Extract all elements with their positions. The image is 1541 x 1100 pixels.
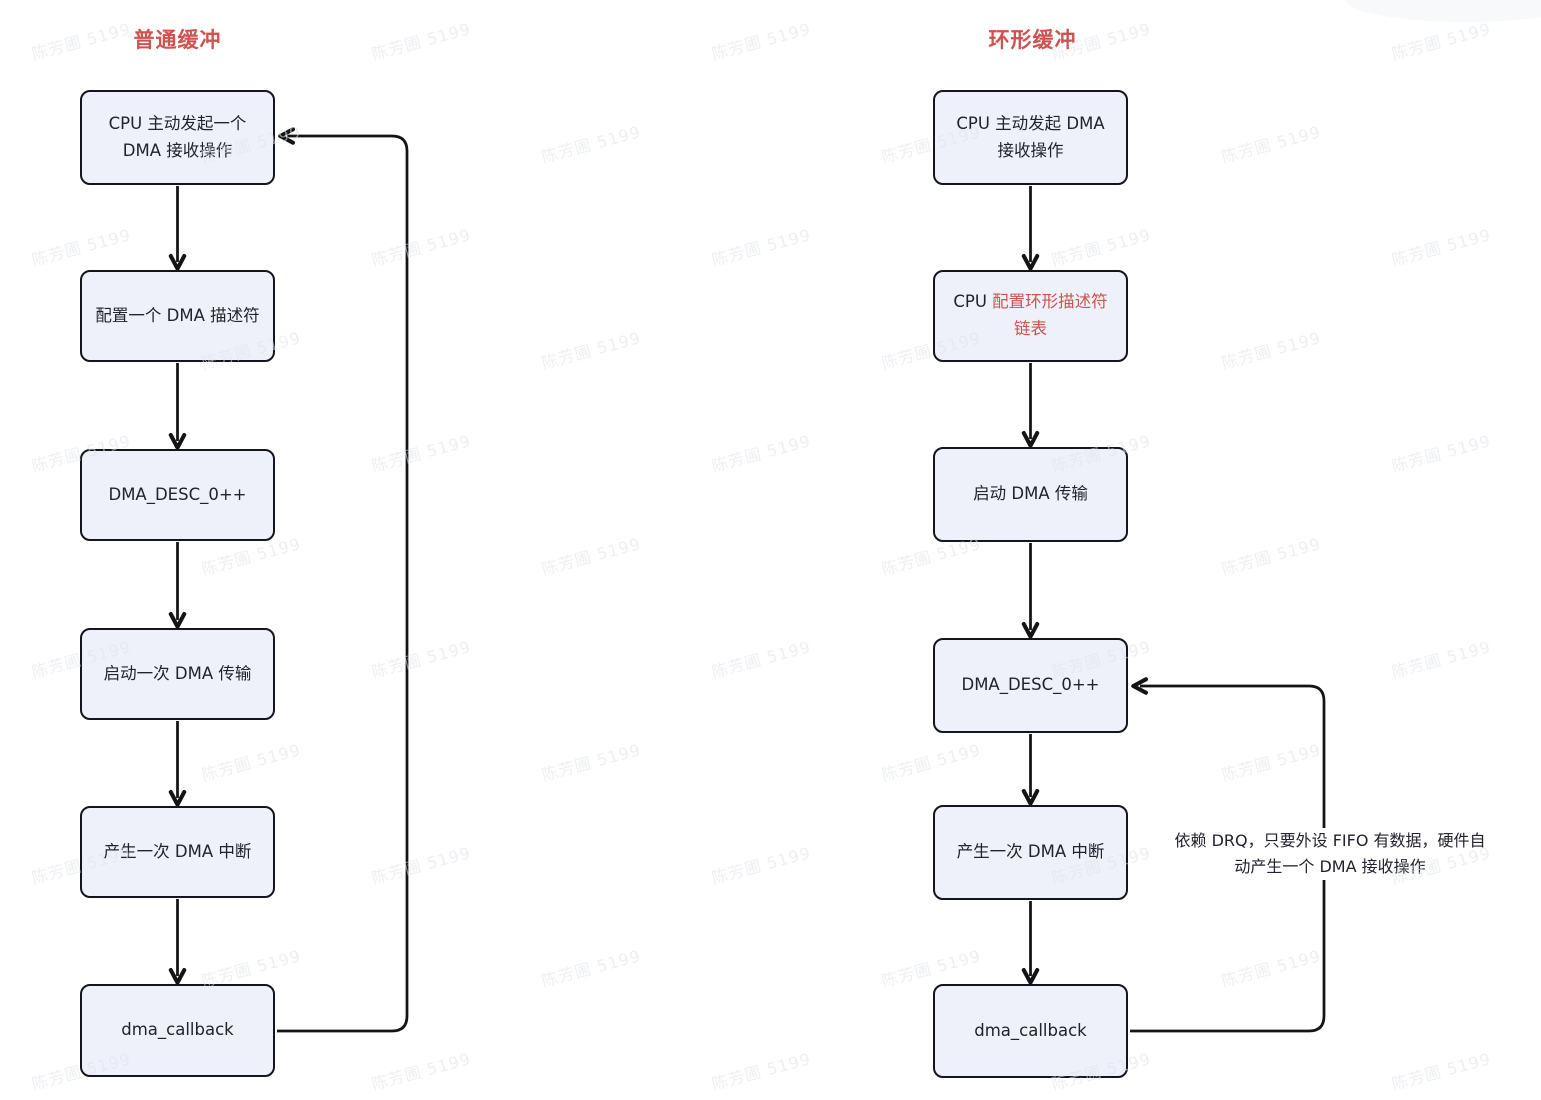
right-node-dma-interrupt: 产生一次 DMA 中断: [933, 805, 1128, 900]
left-node-start-dma-transfer: 启动一次 DMA 传输: [80, 628, 275, 720]
node-label: 配置一个 DMA 描述符: [95, 305, 260, 325]
node-label: CPU 配置环形描述符链表: [947, 289, 1114, 342]
right-flow-title: 环形缓冲: [988, 28, 1077, 52]
right-node-cpu-initiate-dma-receive: CPU 主动发起 DMA 接收操作: [933, 90, 1128, 185]
left-node-dma-desc-increment: DMA_DESC_0++: [80, 449, 275, 541]
node-label: dma_callback: [121, 1020, 234, 1040]
right-node-dma-desc-increment: DMA_DESC_0++: [933, 638, 1128, 733]
node-label: DMA_DESC_0++: [108, 484, 247, 504]
node-label-highlight: 配置环形描述符链表: [992, 292, 1108, 338]
node-label: 启动 DMA 传输: [973, 484, 1088, 504]
annotation-drq: 依赖 DRQ，只要外设 FIFO 有数据，硬件自 动产生一个 DMA 接收操作: [1160, 828, 1500, 880]
left-flow-title: 普通缓冲: [133, 28, 222, 52]
node-label-prefix: CPU: [953, 292, 993, 312]
node-label: 产生一次 DMA 中断: [956, 842, 1105, 862]
left-node-dma-interrupt: 产生一次 DMA 中断: [80, 806, 275, 898]
node-label: CPU 主动发起 DMA 接收操作: [956, 113, 1105, 160]
node-label: CPU 主动发起一个 DMA 接收操作: [108, 113, 247, 160]
node-label: DMA_DESC_0++: [961, 675, 1100, 695]
screen-artifact: [1346, 0, 1541, 22]
left-node-configure-dma-descriptor: 配置一个 DMA 描述符: [80, 270, 275, 362]
annotation-line: 依赖 DRQ，只要外设 FIFO 有数据，硬件自: [1174, 831, 1486, 850]
node-label: 启动一次 DMA 传输: [103, 663, 252, 683]
node-label: 产生一次 DMA 中断: [103, 841, 252, 861]
left-node-dma-callback: dma_callback: [80, 984, 275, 1077]
right-node-dma-callback: dma_callback: [933, 984, 1128, 1078]
loopback-arrow-left: [277, 127, 409, 1033]
node-label: dma_callback: [974, 1020, 1087, 1040]
right-node-start-dma-transfer: 启动 DMA 传输: [933, 447, 1128, 542]
left-node-cpu-initiate-dma-receive: CPU 主动发起一个 DMA 接收操作: [80, 90, 275, 185]
annotation-line: 动产生一个 DMA 接收操作: [1234, 857, 1426, 876]
right-node-cpu-configure-ring-descriptor-list: CPU 配置环形描述符链表: [933, 270, 1128, 362]
